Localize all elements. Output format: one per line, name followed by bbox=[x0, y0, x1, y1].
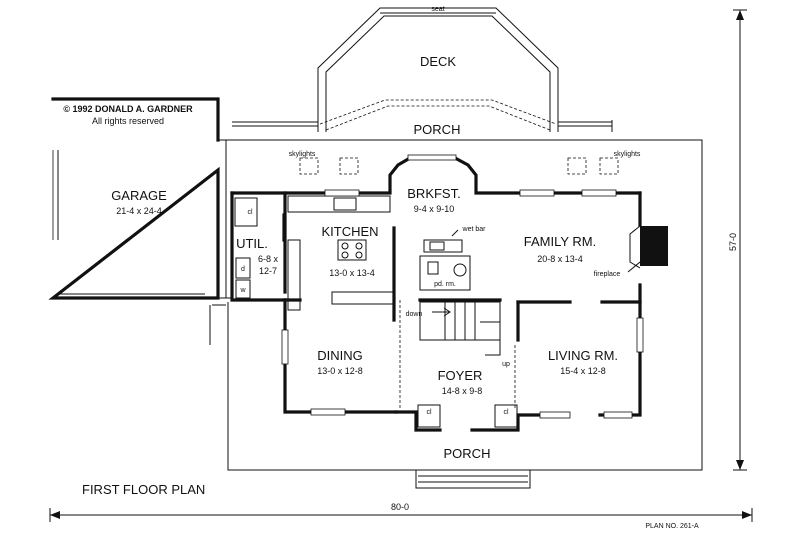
family-name: FAMILY RM. bbox=[524, 234, 596, 249]
util-name: UTIL. bbox=[236, 236, 268, 251]
plan-title: FIRST FLOOR PLAN bbox=[82, 482, 205, 497]
porch-front-name: PORCH bbox=[444, 446, 491, 461]
kitchen-dims: 13-0 x 13-4 bbox=[329, 268, 375, 278]
garage-name: GARAGE bbox=[111, 188, 167, 203]
porch-rear-name: PORCH bbox=[414, 122, 461, 137]
pd-rm-label: pd. rm. bbox=[434, 281, 456, 288]
brkfst-name: BRKFST. bbox=[407, 186, 460, 201]
down-label: down bbox=[406, 311, 423, 318]
interior-walls bbox=[234, 195, 642, 428]
deck-name: DECK bbox=[420, 54, 456, 69]
brkfst-dims: 9-4 x 9-10 bbox=[414, 204, 455, 214]
family-dims: 20-8 x 13-4 bbox=[537, 254, 583, 264]
living-name: LIVING RM. bbox=[548, 348, 618, 363]
copyright-line1: © 1992 DONALD A. GARDNER bbox=[63, 104, 193, 114]
deck-outline bbox=[317, 7, 559, 132]
foyer-closet-right-label: cl bbox=[503, 409, 509, 416]
foyer-closet-left-label: cl bbox=[426, 409, 432, 416]
down-arrow bbox=[432, 307, 451, 317]
washer-label: w bbox=[239, 287, 246, 294]
kitchen-name: KITCHEN bbox=[321, 224, 378, 239]
garage-walls bbox=[48, 97, 232, 300]
depth-dimension: 57-0 bbox=[728, 233, 738, 251]
foyer-name: FOYER bbox=[438, 368, 483, 383]
wet-bar-label: wet bar bbox=[462, 226, 487, 233]
plan-number: PLAN NO. 261-A bbox=[645, 523, 699, 530]
skylights-right-label: skylights bbox=[614, 151, 641, 158]
util-closet-label: cl bbox=[247, 209, 253, 216]
dimension-width bbox=[49, 508, 753, 522]
copyright-line2: All rights reserved bbox=[92, 116, 164, 126]
windows bbox=[281, 154, 644, 419]
dimension-depth bbox=[733, 9, 747, 471]
garage-dims: 21-4 x 24-4 bbox=[116, 206, 162, 216]
wrap-porch-outline bbox=[209, 139, 703, 489]
skylights bbox=[299, 157, 619, 175]
fireplace-label: fireplace bbox=[594, 271, 621, 278]
util-dims2: 12-7 bbox=[259, 266, 277, 276]
rear-porch-outline bbox=[232, 99, 613, 132]
skylights-left-label: skylights bbox=[289, 151, 316, 158]
foyer-dims: 14-8 x 9-8 bbox=[442, 386, 483, 396]
dining-dims: 13-0 x 12-8 bbox=[317, 366, 363, 376]
wet-bar-leader bbox=[451, 229, 459, 237]
up-label: up bbox=[502, 361, 510, 368]
fireplace bbox=[629, 225, 668, 269]
living-dims: 15-4 x 12-8 bbox=[560, 366, 606, 376]
dryer-label: d bbox=[241, 266, 245, 273]
width-dimension: 80-0 bbox=[391, 502, 409, 512]
util-dims1: 6-8 x bbox=[258, 254, 279, 264]
seat-label: seat bbox=[431, 6, 444, 13]
dining-name: DINING bbox=[317, 348, 363, 363]
fireplace-leader bbox=[627, 261, 641, 273]
